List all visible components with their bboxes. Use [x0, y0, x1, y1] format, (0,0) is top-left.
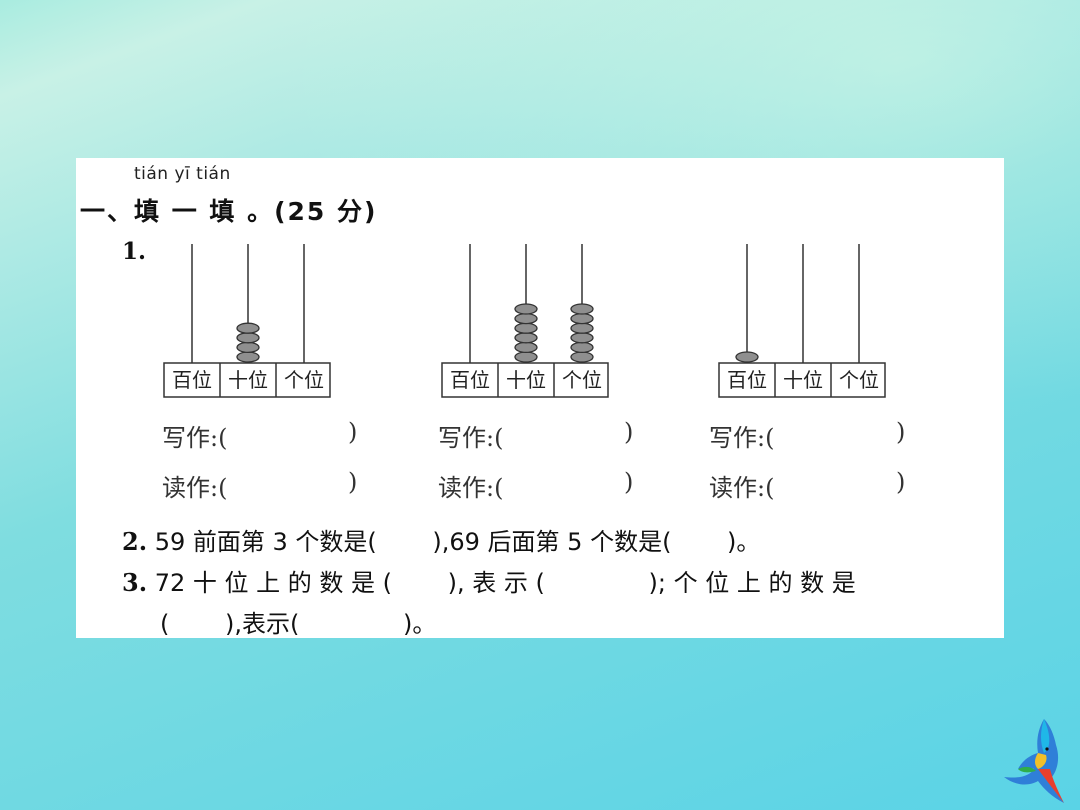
- abacus-bead-tens: [514, 332, 538, 344]
- question-3-number: 3.: [122, 568, 148, 597]
- abacus-3: 百位 十位 个位: [717, 242, 887, 402]
- question-1-number: 1.: [122, 238, 147, 265]
- abacus-1-drawing: [163, 244, 331, 398]
- section-heading: 一、填 一 填 。(25 分): [80, 197, 378, 226]
- abacus-bead-tens: [514, 303, 538, 315]
- abacus-bead-hundreds: [735, 351, 759, 363]
- abacus-2-write-close: ): [624, 418, 634, 446]
- abacus-bead-ones: [570, 351, 594, 363]
- abacus-3-read-close: ): [896, 468, 906, 496]
- question-3-line-2: ( ),表示( )。: [160, 610, 437, 638]
- worksheet-panel: tián yī tián 一、填 一 填 。(25 分) 1. 百位 十位 个位…: [76, 158, 1004, 638]
- abacus-bead-tens: [514, 312, 538, 325]
- abacus-3-read-label: 读作:(: [709, 474, 775, 502]
- question-3: 3. 72 十 位 上 的 数 是 ( ), 表 示 ( ); 个 位 上 的 …: [122, 563, 856, 598]
- abacus-bead-tens: [514, 351, 538, 363]
- abacus-bead-tens: [236, 332, 260, 344]
- question-3-line-1: 72 十 位 上 的 数 是 ( ), 表 示 ( ); 个 位 上 的 数 是: [147, 569, 856, 597]
- place-value-frame: [441, 362, 609, 398]
- abacus-1: 百位 十位 个位: [162, 242, 332, 402]
- place-label-tens: 十位: [506, 368, 546, 392]
- abacus-2-read-label: 读作:(: [438, 474, 504, 502]
- abacus-bead-tens: [514, 322, 538, 334]
- place-label-ones: 个位: [839, 368, 879, 392]
- abacus-1-read-label: 读作:(: [162, 474, 228, 502]
- place-label-ones: 个位: [562, 368, 602, 392]
- place-label-ones: 个位: [284, 368, 324, 392]
- place-label-hundreds: 百位: [172, 368, 212, 392]
- place-value-frame: [163, 362, 331, 398]
- place-label-tens: 十位: [783, 368, 823, 392]
- place-label-hundreds: 百位: [450, 368, 490, 392]
- abacus-1-write-close: ): [348, 418, 358, 446]
- abacus-3-drawing: [718, 244, 886, 398]
- section-pinyin: tián yī tián: [134, 164, 231, 184]
- abacus-bead-ones: [570, 312, 594, 325]
- abacus-bead-tens: [236, 351, 260, 363]
- abacus-bead-ones: [570, 303, 594, 315]
- abacus-2-write-label: 写作:(: [438, 424, 504, 452]
- abacus-3-write-close: ): [896, 418, 906, 446]
- question-2-number: 2.: [122, 527, 148, 556]
- parrot-logo-icon: [1004, 719, 1064, 803]
- abacus-bead-ones: [570, 341, 594, 354]
- abacus-bead-tens: [514, 341, 538, 354]
- abacus-bead-ones: [570, 332, 594, 344]
- place-label-tens: 十位: [228, 368, 268, 392]
- place-value-frame: [718, 362, 886, 398]
- question-2-text: 59 前面第 3 个数是( ),69 后面第 5 个数是( )。: [147, 528, 761, 556]
- abacus-3-write-label: 写作:(: [709, 424, 775, 452]
- abacus-2-read-close: ): [624, 468, 634, 496]
- abacus-bead-ones: [570, 322, 594, 334]
- abacus-2: 百位 十位 个位: [440, 242, 610, 402]
- question-2: 2. 59 前面第 3 个数是( ),69 后面第 5 个数是( )。: [122, 522, 760, 557]
- abacus-2-drawing: [441, 244, 609, 398]
- abacus-bead-tens: [236, 322, 260, 334]
- abacus-1-read-close: ): [348, 468, 358, 496]
- abacus-bead-tens: [236, 341, 260, 354]
- place-label-hundreds: 百位: [727, 368, 767, 392]
- abacus-1-write-label: 写作:(: [162, 424, 228, 452]
